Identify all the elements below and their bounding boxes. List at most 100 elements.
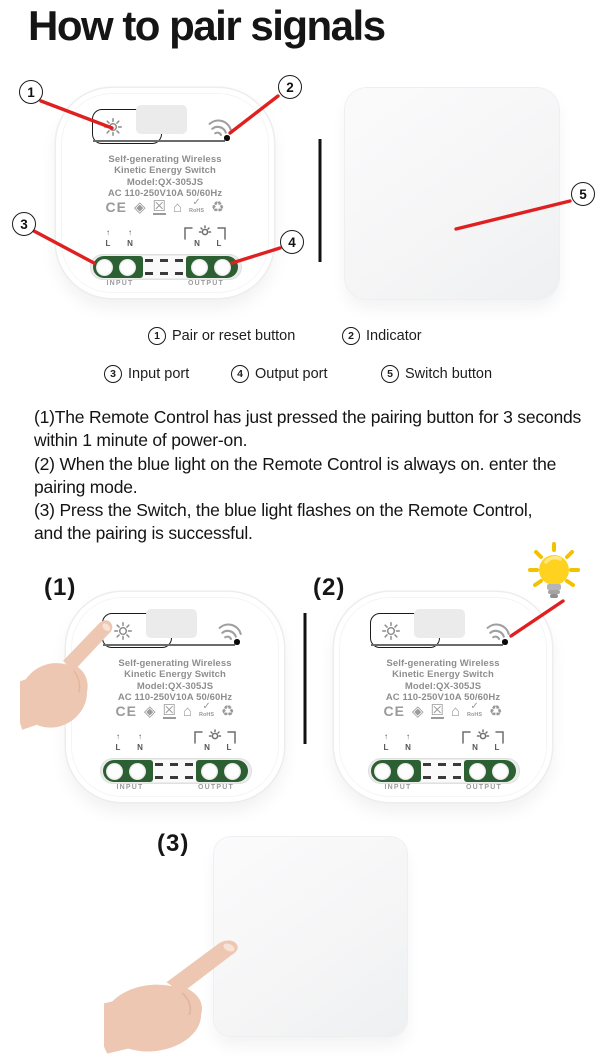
light-sun-icon	[114, 621, 132, 640]
output-lamp-bracket-icon	[184, 225, 226, 240]
panel-seam-line	[93, 140, 225, 142]
marker-4: 4	[280, 230, 304, 254]
device-name-line1: Self-generating Wireless	[386, 658, 500, 669]
recycle-icon: ♻	[211, 198, 225, 216]
device-name-line2: Kinetic Energy Switch	[114, 165, 216, 177]
legend-indicator: 2 Indicator	[342, 327, 422, 345]
output-lamp-bracket-icon	[462, 729, 504, 744]
terminal-hole	[129, 762, 146, 780]
instruction-line: within 1 minute of power-on.	[34, 430, 248, 451]
legend-num-5: 5	[381, 365, 399, 383]
input-port-label: INPUT	[384, 784, 412, 791]
kinetic-switch-device: Self-generating Wireless Kinetic Energy …	[56, 88, 274, 298]
output-lamp-bracket-icon	[194, 729, 236, 744]
weee-bin-icon: ☒	[162, 701, 176, 719]
rohs-icon: ✓ RoHS	[199, 702, 214, 719]
rohs-text: RoHS	[189, 208, 205, 214]
certification-icons: CE ◈ ☒ ⌂ ✓ RoHS ♻	[334, 701, 552, 720]
legend-num-2: 2	[342, 327, 360, 345]
step2-device-slot: Self-generating Wireless Kinetic Energy …	[334, 592, 552, 802]
rohs-text: RoHS	[467, 712, 483, 718]
input-l-arrow-icon: ↑	[106, 228, 110, 237]
terminal-middle-section	[421, 760, 464, 782]
device-name-line1: Self-generating Wireless	[118, 658, 232, 669]
certification-icons: CE ◈ ☒ ⌂ ✓ RoHS ♻	[56, 198, 274, 216]
indicator-led	[234, 639, 240, 645]
diagram-device-slot: Self-generating Wireless Kinetic Energy …	[56, 88, 274, 298]
output-n-label: N	[472, 743, 478, 752]
terminal-strip	[368, 758, 520, 784]
output-n-label: N	[204, 743, 210, 752]
terminal-strip	[90, 254, 242, 280]
device-name-line2: Kinetic Energy Switch	[392, 669, 494, 681]
terminal-middle-section	[143, 256, 186, 278]
legend-num-3: 3	[104, 365, 122, 383]
legend-label-3: Input port	[128, 366, 190, 382]
device-name-line2: Kinetic Energy Switch	[124, 669, 226, 681]
output-port-label: OUTPUT	[198, 784, 234, 791]
rocker-recess	[136, 105, 187, 134]
input-n-arrow-icon: ↑	[128, 228, 132, 237]
indicator-led	[224, 135, 230, 141]
terminal-hole	[469, 762, 486, 780]
step3-switch-panel	[214, 837, 407, 1036]
page-title: How to pair signals	[28, 2, 386, 49]
house-icon: ⌂	[450, 702, 461, 720]
legend-output-port: 4 Output port	[231, 365, 328, 383]
input-n-arrow-icon: ↑	[138, 732, 142, 741]
device-label-text: Self-generating Wireless Kinetic Energy …	[66, 658, 284, 703]
instruction-line: (3) Press the Switch, the blue light fla…	[34, 500, 533, 521]
pressing-hand-icon	[20, 620, 113, 730]
kinetic-switch-device: Self-generating Wireless Kinetic Energy …	[334, 592, 552, 802]
input-port-label: INPUT	[116, 784, 144, 791]
keymark-diamond-icon: ◈	[133, 198, 146, 216]
terminal-hole	[96, 258, 113, 276]
marker-5: 5	[571, 182, 595, 206]
device-label-text: Self-generating Wireless Kinetic Energy …	[56, 154, 274, 199]
legend-label-1: Pair or reset button	[172, 328, 296, 344]
output-l-label: L	[494, 743, 500, 752]
ce-mark-icon: CE	[105, 199, 127, 215]
device-rating: AC 110-250V10A 50/60Hz	[117, 691, 233, 703]
instruction-line: (1)The Remote Control has just pressed t…	[34, 407, 582, 427]
legend-pair-button: 1 Pair or reset button	[148, 327, 295, 345]
device-label-text: Self-generating Wireless Kinetic Energy …	[334, 658, 552, 703]
marker-3: 3	[12, 212, 36, 236]
wifi-signal-icon	[218, 623, 242, 640]
terminal-hole	[224, 762, 241, 780]
instruction-line: pairing mode.	[34, 476, 138, 497]
device-name-line1: Self-generating Wireless	[108, 154, 222, 165]
step-2-label: (2)	[313, 574, 346, 601]
ce-mark-icon: CE	[115, 703, 137, 719]
input-l-arrow-icon: ↑	[116, 732, 120, 741]
input-n-arrow-icon: ↑	[406, 732, 410, 741]
legend-label-2: Indicator	[366, 328, 422, 344]
house-icon: ⌂	[172, 198, 183, 216]
recycle-icon: ♻	[489, 702, 503, 720]
step-3-label: (3)	[157, 830, 190, 857]
terminal-hole	[374, 762, 391, 780]
terminal-hole	[492, 762, 509, 780]
step1-device-slot: Self-generating Wireless Kinetic Energy …	[66, 592, 284, 802]
input-l-arrow-icon: ↑	[384, 732, 388, 741]
panel-seam-line	[371, 644, 503, 646]
step1-hand-slot	[20, 618, 118, 732]
output-port-label: OUTPUT	[466, 784, 502, 791]
output-terminal-block	[196, 760, 248, 782]
rocker-recess	[414, 609, 465, 638]
pressing-hand-icon	[104, 940, 238, 1054]
terminal-hole	[191, 258, 208, 276]
input-terminal-block	[103, 760, 153, 782]
input-terminal-block	[371, 760, 421, 782]
kinetic-switch-device: Self-generating Wireless Kinetic Energy …	[66, 592, 284, 802]
marker-1: 1	[19, 80, 43, 104]
legend-num-4: 4	[231, 365, 249, 383]
marker-2: 2	[278, 75, 302, 99]
legend-label-4: Output port	[255, 366, 328, 382]
weee-bin-icon: ☒	[430, 701, 444, 719]
light-sun-icon	[104, 117, 122, 136]
certification-icons: CE ◈ ☒ ⌂ ✓ RoHS ♻	[66, 701, 284, 720]
indicator-led	[502, 639, 508, 645]
house-icon: ⌂	[182, 702, 193, 720]
device-rating: AC 110-250V10A 50/60Hz	[107, 187, 223, 199]
